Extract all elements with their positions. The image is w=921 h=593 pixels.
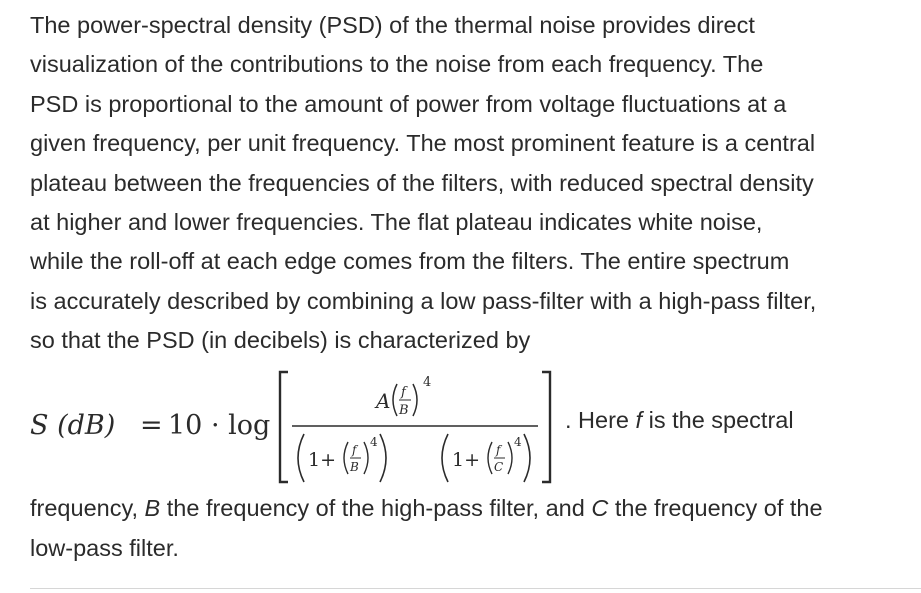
denom2-right-paren xyxy=(523,433,531,483)
denom2-exponent: 4 xyxy=(514,435,522,449)
paragraph-line: is accurately described by combining a l… xyxy=(30,287,817,314)
psd-formula: S (dB) = 10 · log A f B 4 1+ f B 4 1+ f … xyxy=(30,362,921,487)
formula-tail-text: . Here f is the spectral xyxy=(565,405,794,435)
denom1-inner-right-paren xyxy=(363,441,369,475)
denom1-one-plus: 1+ xyxy=(308,449,336,471)
denom2-inner-right-paren xyxy=(507,441,513,475)
denom1-f: f xyxy=(351,443,359,457)
right-bracket xyxy=(542,370,552,484)
denom1-exponent: 4 xyxy=(370,435,378,449)
tail-suffix: is the spectral xyxy=(642,407,794,433)
formula-coefficient: 10 · log xyxy=(168,410,270,441)
numerator-A: A xyxy=(374,389,390,413)
numerator-left-paren xyxy=(392,383,398,417)
numerator-f: f xyxy=(400,385,408,400)
after-text: the frequency of the xyxy=(608,495,823,521)
denom1-left-paren xyxy=(297,433,305,483)
paragraph-line: at higher and lower frequencies. The fla… xyxy=(30,209,763,236)
denom2-C: C xyxy=(494,460,503,474)
tail-prefix: . Here xyxy=(565,407,636,433)
formula-lhs: S (dB) xyxy=(30,410,115,441)
formula-svg: S (dB) = 10 · log A f B 4 1+ f B 4 1+ f … xyxy=(30,370,552,484)
numerator-exponent: 4 xyxy=(423,375,431,390)
denom1-inner-left-paren xyxy=(343,441,349,475)
denom2-f: f xyxy=(495,443,503,457)
paragraph-line: PSD is proportional to the amount of pow… xyxy=(30,90,787,117)
denom1-right-paren xyxy=(379,433,387,483)
paragraph-line: visualization of the contributions to th… xyxy=(30,51,764,78)
var-C: C xyxy=(591,495,609,521)
denom1-B: B xyxy=(349,460,359,474)
denom2-one-plus: 1+ xyxy=(452,449,480,471)
after-line-1: frequency, B the frequency of the high-p… xyxy=(30,488,823,528)
denom2-left-paren xyxy=(441,433,449,483)
after-line-2: low-pass filter. xyxy=(30,535,179,561)
paragraph-line: so that the PSD (in decibels) is charact… xyxy=(30,327,531,354)
after-text: the frequency of the high-pass filter, a… xyxy=(160,495,592,521)
article-body: The power-spectral density (PSD) of the … xyxy=(30,0,921,361)
numerator-B: B xyxy=(398,403,409,418)
denom2-inner-left-paren xyxy=(487,441,493,475)
numerator-right-paren xyxy=(412,383,418,417)
formula-equals: = xyxy=(140,410,163,441)
paragraph-line: The power-spectral density (PSD) of the … xyxy=(30,12,755,38)
var-B: B xyxy=(144,495,161,521)
paragraph-line: while the roll-off at each edge comes fr… xyxy=(30,248,790,275)
after-formula-paragraph: frequency, B the frequency of the high-p… xyxy=(30,488,823,568)
paragraph-line: plateau between the frequencies of the f… xyxy=(30,169,814,196)
tail-var-f: f xyxy=(635,407,643,433)
paragraph-line: given frequency, per unit frequency. The… xyxy=(30,130,816,157)
after-text: frequency, xyxy=(30,495,145,521)
psd-paragraph: The power-spectral density (PSD) of the … xyxy=(30,0,921,361)
section-divider xyxy=(30,588,921,589)
left-bracket xyxy=(278,370,288,484)
